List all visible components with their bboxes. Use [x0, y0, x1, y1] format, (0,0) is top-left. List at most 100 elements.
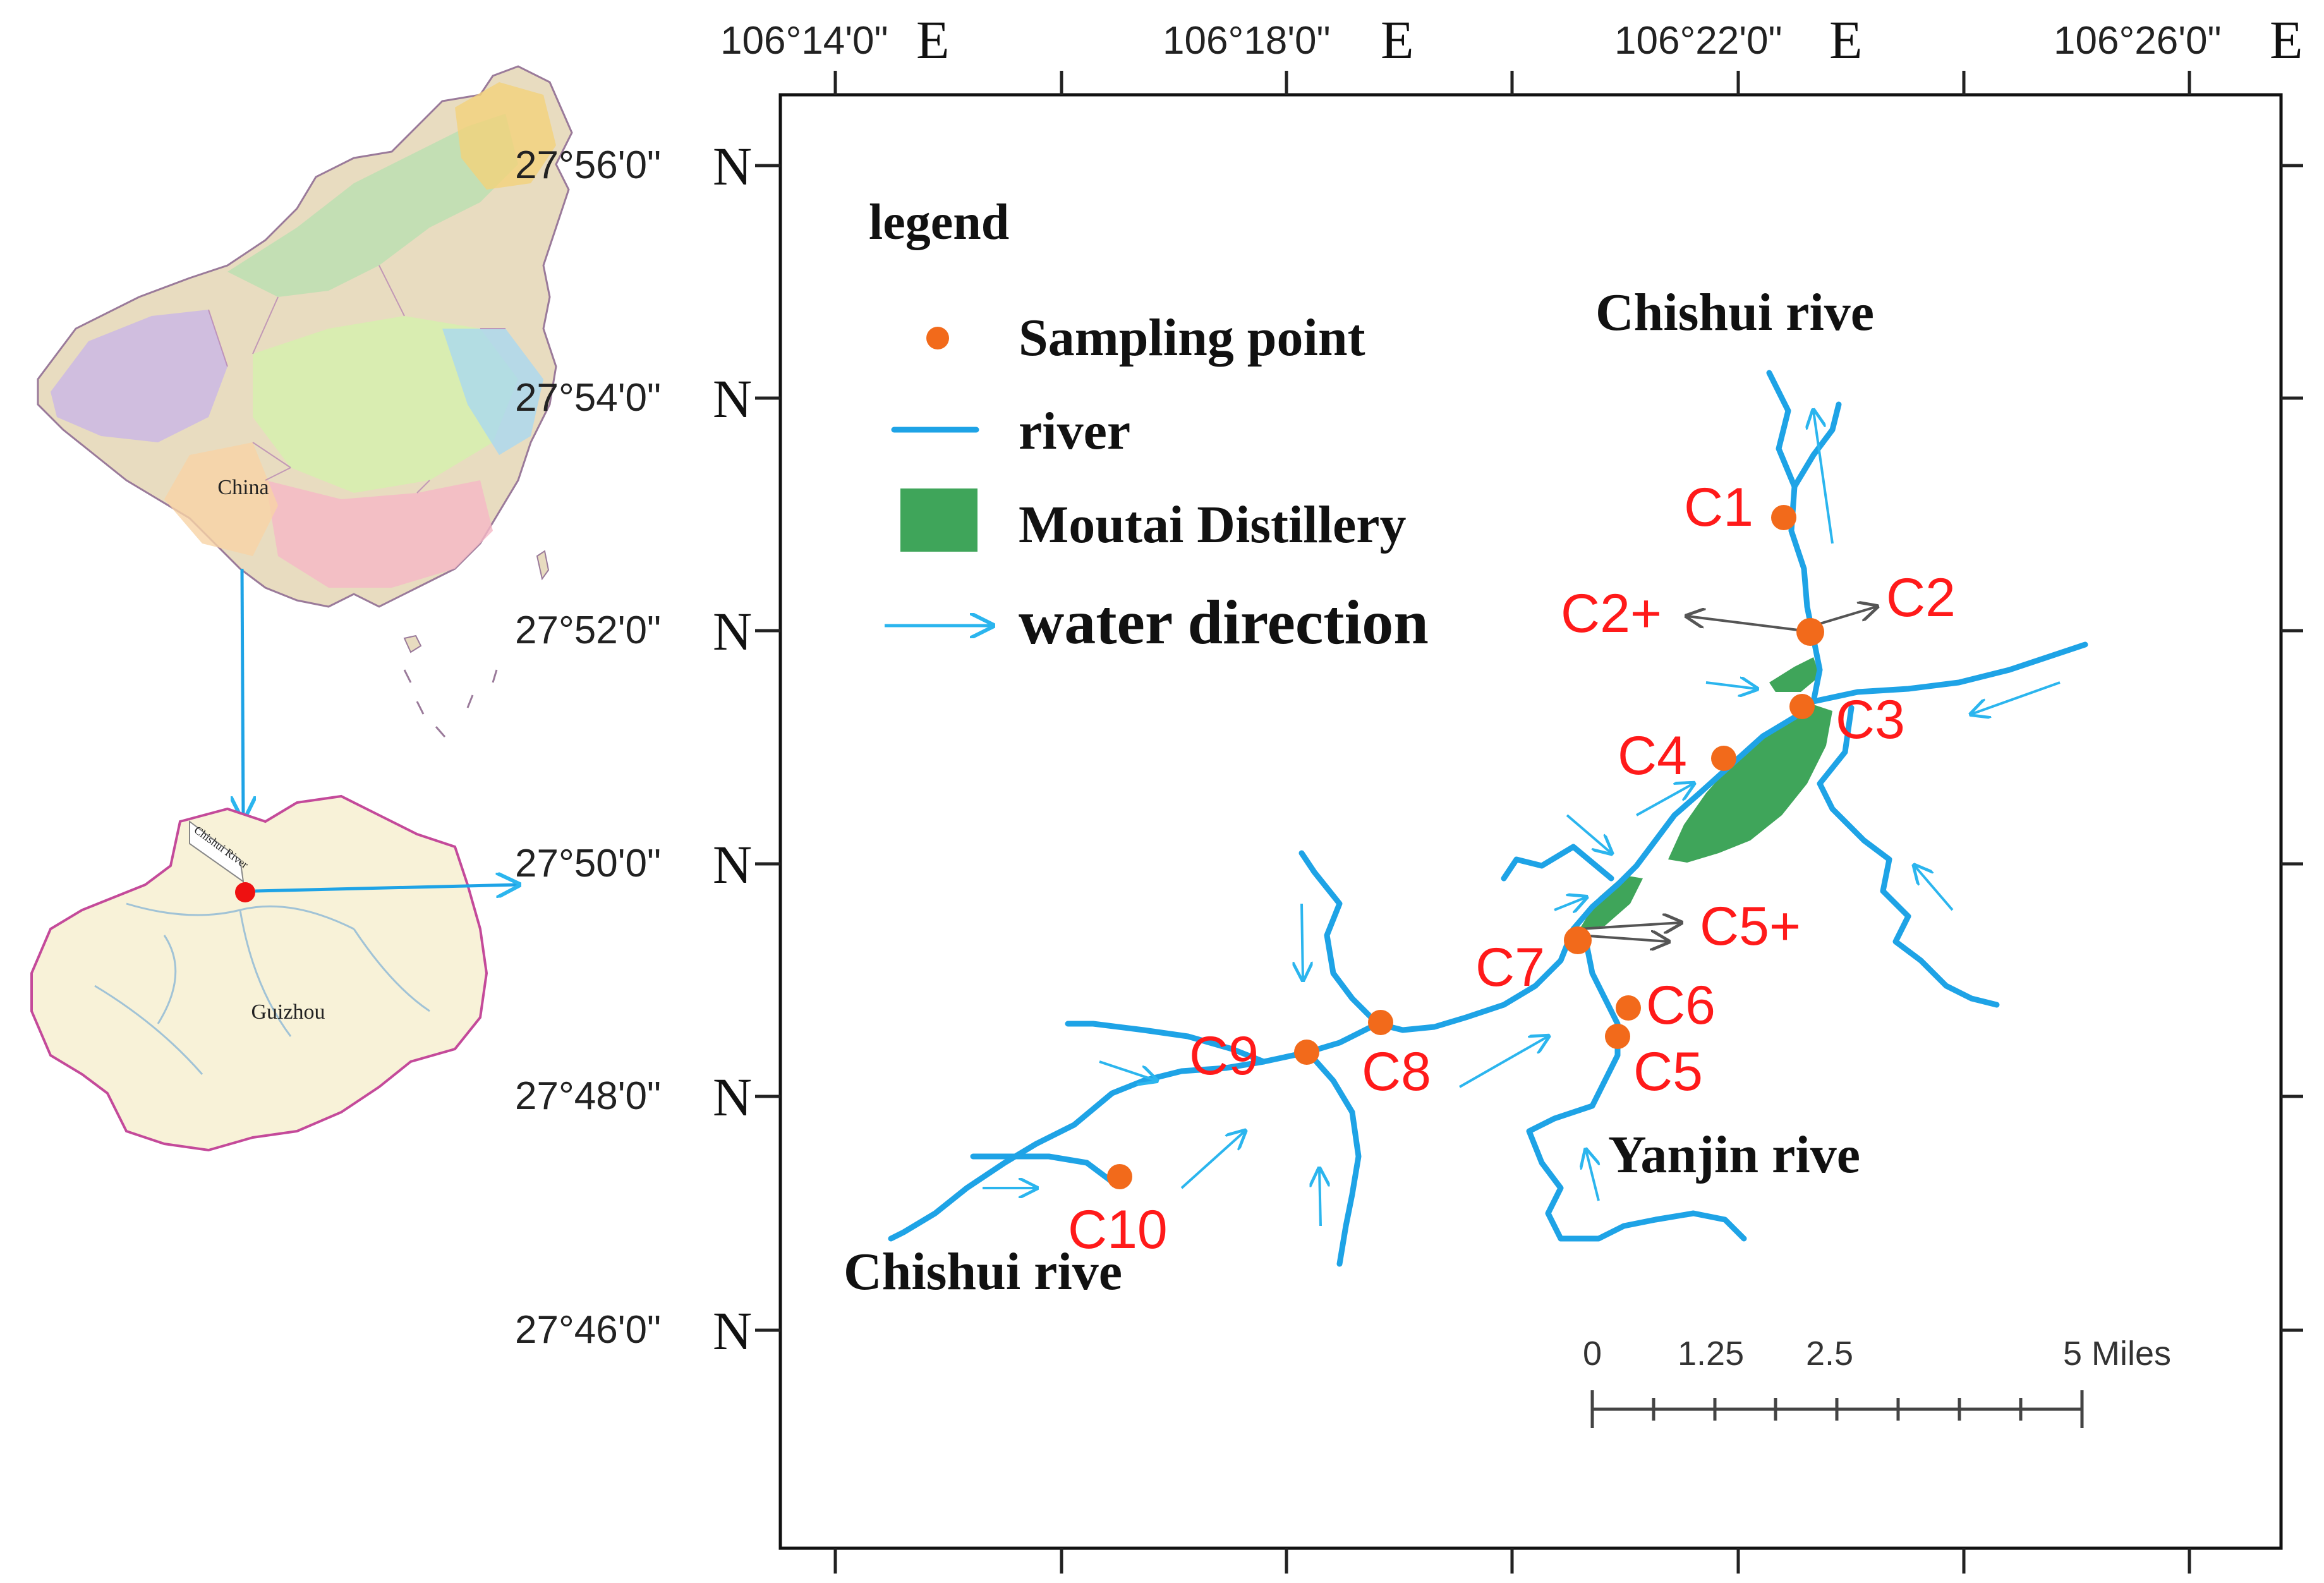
arrow-south-c9 — [1319, 1169, 1321, 1227]
south-china-sea-dashes — [403, 669, 498, 737]
inset-moutai-location-dot — [235, 882, 255, 902]
lat-label-3: 27°52'0" — [515, 609, 661, 652]
sampling-points — [1107, 505, 1824, 1189]
china-internal-borders — [208, 265, 505, 494]
northwest-small-tributary — [1501, 844, 1614, 882]
legend-sampling-point-symbol — [926, 327, 949, 349]
sampling-point-c6 — [1616, 995, 1641, 1021]
chishui-upper-tributary — [1791, 401, 1842, 490]
arrow-c2-west — [1705, 682, 1757, 689]
lat-label-5: 27°48'0" — [515, 1074, 661, 1118]
moutai-distillery-area — [1580, 657, 1832, 929]
china-region-south — [265, 480, 493, 588]
label-c10: C10 — [1068, 1199, 1168, 1260]
china-region-southwest — [164, 442, 278, 556]
inset-connector-horizontal — [255, 885, 518, 891]
label-c4: C4 — [1618, 725, 1687, 786]
lat-hemi-1: N — [713, 136, 752, 197]
legend-distillery-label: Moutai Distillery — [1019, 495, 1407, 554]
arrow-north — [1813, 411, 1834, 544]
inset-guizhou-map: Chishui River Guizhou — [30, 794, 488, 1152]
china-region-north — [227, 114, 518, 297]
legend-sampling-point-label: Sampling point — [1019, 308, 1365, 367]
legend-river-label: river — [1019, 402, 1130, 461]
legend: legend Sampling point river Moutai Disti… — [869, 195, 1429, 657]
gray-direction-arrows — [1579, 607, 1877, 942]
china-region-west — [51, 310, 227, 442]
lat-label-2: 27°54'0" — [515, 376, 661, 420]
north-tributary-c8 — [1298, 850, 1381, 1027]
label-chishui-north: Chishui rive — [1595, 283, 1874, 342]
arrow-c10-main — [1180, 1131, 1245, 1189]
arrow-southeast-trib — [1915, 866, 1954, 911]
lon-hemi-1: E — [916, 9, 950, 70]
lon-hemi-3: E — [1829, 9, 1863, 70]
arrow-west-trib — [1099, 1060, 1156, 1081]
legend-title: legend — [869, 195, 1009, 250]
lon-hemi-2: E — [1381, 9, 1414, 70]
east-tributary — [1810, 641, 2088, 705]
scale-bar: 0 1.25 2.5 5 Miles — [1583, 1335, 2171, 1428]
arrow-c7-up — [1554, 897, 1586, 910]
label-c6: C6 — [1646, 975, 1716, 1036]
lon-hemi-4: E — [2270, 9, 2303, 70]
guizhou-rivers — [94, 902, 430, 1075]
lat-hemi-2: N — [713, 368, 752, 429]
label-c8: C8 — [1362, 1041, 1431, 1102]
sampling-point-c4 — [1711, 746, 1736, 771]
arrow-yanjin — [1586, 1150, 1599, 1201]
west-tributary — [1065, 1021, 1267, 1065]
sampling-point-c9 — [1294, 1040, 1319, 1065]
lon-label-2: 106°18'0" — [1163, 19, 1331, 63]
china-region-northeast — [455, 82, 556, 190]
legend-water-direction-label: water direction — [1019, 587, 1429, 657]
frame-ticks — [755, 71, 2303, 1574]
river-name-labels: Chishui rive Chishui rive Yanjin rive — [844, 283, 1874, 1301]
label-yanjin: Yanjin rive — [1608, 1125, 1860, 1184]
arrow-c2plus — [1687, 616, 1814, 633]
south-tributary-c9 — [1305, 1049, 1362, 1267]
label-c7: C7 — [1475, 937, 1545, 998]
china-region-center — [253, 316, 518, 493]
water-direction-arrows — [983, 411, 2061, 1227]
arrow-north-c8 — [1302, 903, 1303, 980]
label-c9: C9 — [1189, 1026, 1259, 1086]
label-c1: C1 — [1684, 477, 1753, 538]
inset-china-label: China — [217, 476, 269, 499]
label-chishui-southwest: Chishui rive — [844, 1242, 1122, 1301]
arrow-main-c4 — [1636, 784, 1693, 816]
scale-label-1-25: 1.25 — [1678, 1335, 1744, 1373]
scale-label-5-miles: 5 Miles — [2063, 1335, 2171, 1373]
lon-label-4: 106°26'0" — [2054, 19, 2222, 63]
taiwan-hainan — [403, 550, 550, 653]
arrow-nw-small — [1566, 814, 1611, 853]
southeast-tributary — [1817, 705, 2000, 1008]
lat-hemi-5: N — [713, 1067, 752, 1127]
label-c2: C2 — [1886, 567, 1956, 628]
lat-hemi-3: N — [713, 601, 752, 662]
sampling-point-c10 — [1107, 1164, 1132, 1189]
sampling-point-c5 — [1605, 1024, 1630, 1049]
lon-label-1: 106°14'0" — [720, 19, 888, 63]
scale-label-2-5: 2.5 — [1806, 1335, 1853, 1373]
arrow-c5plus-2 — [1579, 935, 1668, 942]
arrow-c5plus-1 — [1579, 923, 1681, 929]
sampling-point-c3 — [1789, 694, 1815, 719]
lat-hemi-4: N — [713, 834, 752, 895]
lat-hemi-6: N — [713, 1301, 752, 1361]
inset-china-map: China — [37, 65, 573, 737]
chishui-river-band — [189, 820, 245, 883]
china-region-east — [442, 329, 543, 455]
inset-guizhou-label: Guizhou — [251, 1000, 325, 1024]
sampling-point-c2 — [1796, 618, 1824, 646]
map-frame — [778, 93, 2283, 1550]
lon-label-3: 106°22'0" — [1614, 19, 1782, 63]
label-c2plus: C2+ — [1561, 583, 1662, 644]
sampling-point-c1 — [1771, 505, 1796, 530]
label-c5plus: C5+ — [1700, 896, 1801, 957]
arrow-c2 — [1813, 607, 1877, 627]
inset-connector-vertical — [242, 568, 243, 818]
arrow-c8-main — [1459, 1036, 1548, 1088]
lat-label-6: 27°46'0" — [515, 1308, 661, 1352]
latitude-labels: 27°56'0" N 27°54'0" N 27°52'0" N 27°50'0… — [515, 136, 752, 1361]
